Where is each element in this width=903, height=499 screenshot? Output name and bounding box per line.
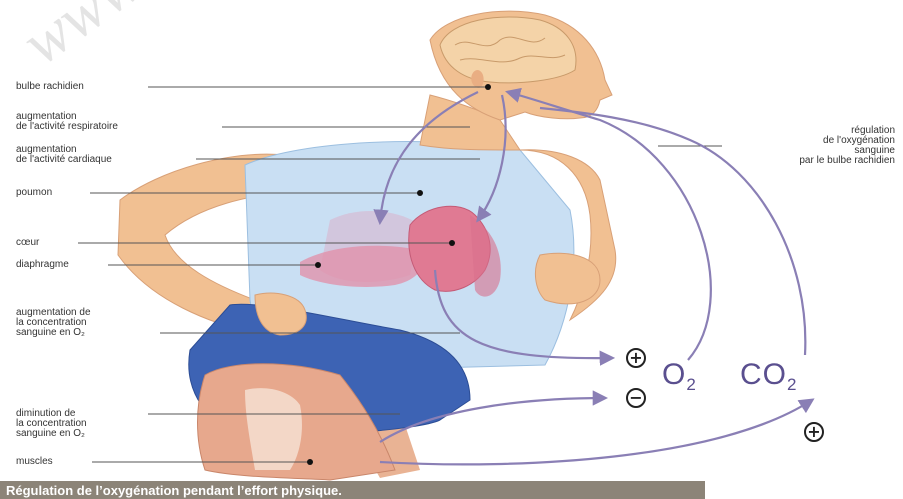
co2-symbol: CO2 [740,358,797,395]
label-activite-respiratoire: augmentation de l'activité respiratoire [16,112,118,132]
label-muscles: muscles [16,457,53,467]
arrow-co2-to-bulbe [540,108,805,355]
label-regulation: régulation de l'oxygénation sanguine par… [799,126,895,166]
brain [440,17,576,83]
thigh-highlight [245,388,302,470]
label-poumon: poumon [16,188,52,198]
label-augmentation-concentration: augmentation de la concentration sanguin… [16,308,91,338]
label-diminution-concentration: diminution de la concentration sanguine … [16,409,87,439]
plus-sign-co2: + [804,422,824,442]
minus-sign-o2: − [626,388,646,408]
caption-bar: Régulation de l’oxygénation pendant l’ef… [0,481,705,499]
label-bulbe-rachidien: bulbe rachidien [16,82,84,92]
plus-sign-o2: + [626,348,646,368]
label-diaphragme: diaphragme [16,260,69,270]
label-coeur: cœur [16,238,39,248]
label-activite-cardiaque: augmentation de l'activité cardiaque [16,145,112,165]
front-fist [535,253,600,304]
figure-caption: Régulation de l’oxygénation pendant l’ef… [6,483,342,498]
o2-symbol: O2 [662,358,697,395]
